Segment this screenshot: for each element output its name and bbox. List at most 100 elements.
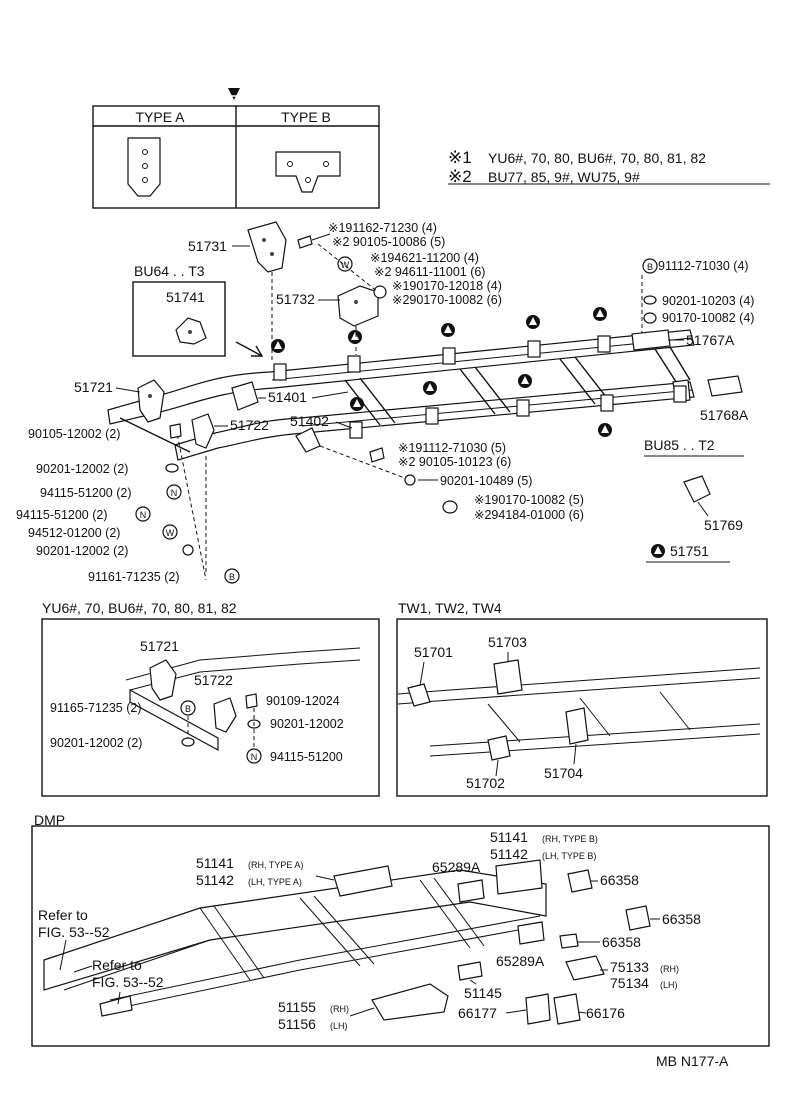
bracket-51401-icon xyxy=(231,381,259,411)
note-1-mark: ※1 xyxy=(448,148,472,167)
dmp-75134: 75134 xyxy=(610,975,649,991)
bu85-label: BU85 . . T2 xyxy=(644,437,715,453)
stopper-65289a-icon xyxy=(517,921,545,945)
bolt-icon xyxy=(245,693,258,709)
panel-yu: YU6#, 70, BU6#, 70, 80, 81, 82 N B 51721… xyxy=(41,600,380,797)
washer-icon xyxy=(182,544,194,556)
bracket-51702-icon xyxy=(487,735,511,761)
bracket-51731-icon xyxy=(247,221,287,273)
panel-yu-91165: 91165-71235 (2) xyxy=(50,701,142,715)
nut-n-icon xyxy=(166,484,182,500)
bolt-top-5: ※190170-12018 (4) xyxy=(392,279,502,293)
panel-yu-90109: 90109-12024 xyxy=(266,694,340,708)
bolt-mid-4: ※190170-10082 (5) xyxy=(474,493,584,507)
bolt-b-icon xyxy=(642,258,658,274)
dmp-51142-a: 51142 xyxy=(196,872,234,888)
panel-tw-51702: 51702 xyxy=(466,775,505,791)
cushion-66358-icon xyxy=(567,869,593,893)
nut-icon xyxy=(373,285,387,299)
bolt-top-4: ※2 94611-11001 (6) xyxy=(374,265,485,279)
part-51731-label: 51731 xyxy=(188,238,227,254)
part-51751-label: 51751 xyxy=(670,543,709,559)
bolt-left-5: 94512-01200 (2) xyxy=(28,526,120,540)
bracket-51732-icon xyxy=(337,285,379,327)
part-51402-label: 51402 xyxy=(290,413,329,429)
model-notes: ※1 YU6#, 70, 80, BU6#, 70, 80, 81, 82 ※2… xyxy=(448,148,770,186)
dmp-66358-3: 66358 xyxy=(602,934,641,950)
bracket-66176-icon xyxy=(553,993,581,1025)
part-51732-label: 51732 xyxy=(276,291,315,307)
dmp-51142-b-sub: (LH, TYPE B) xyxy=(542,851,596,861)
top-bolt-group: W xyxy=(297,233,387,299)
bracket-icon xyxy=(516,399,530,417)
bolt-b-icon xyxy=(224,568,240,584)
dmp-66358-2: 66358 xyxy=(662,911,701,927)
bu64-label: BU64 . . T3 xyxy=(134,263,205,279)
panel-yu-90201-2: 90201-12002 (2) xyxy=(50,736,142,750)
cushion-66358-icon xyxy=(625,905,651,931)
right-bolt-group: B xyxy=(631,258,671,351)
dmp-65289a-1: 65289A xyxy=(432,859,481,875)
bracket-icon xyxy=(425,407,439,425)
svg-text:B: B xyxy=(185,704,191,714)
panel-yu-90201: 90201-12002 xyxy=(270,717,344,731)
bolt-top-1: ※191162-71230 (4) xyxy=(328,221,437,235)
bolt-top-2: ※2 90105-10086 (5) xyxy=(332,235,445,249)
frame-brackets xyxy=(273,335,687,439)
svg-text:N: N xyxy=(251,752,258,762)
panel-yu-title: YU6#, 70, BU6#, 70, 80, 81, 82 xyxy=(42,600,237,616)
bracket-51741-icon xyxy=(175,317,207,345)
svg-text:B: B xyxy=(229,572,235,582)
type-b-bracket-icon xyxy=(275,151,341,193)
svg-text:W: W xyxy=(166,528,175,538)
bracket-icon xyxy=(673,385,687,403)
dmp-51156-sub: (LH) xyxy=(330,1021,348,1031)
dmp-51141-b-sub: (RH, TYPE B) xyxy=(542,834,598,844)
bracket-51722-icon xyxy=(191,413,215,449)
figure-code: MB N177-A xyxy=(656,1053,729,1069)
cushion-66358-icon xyxy=(559,933,579,949)
type-legend-box: TYPE A TYPE B xyxy=(92,88,380,209)
dmp-51155: 51155 xyxy=(278,999,316,1015)
panel-tw-51701: 51701 xyxy=(414,644,453,660)
dmp-51141-a-sub: (RH, TYPE A) xyxy=(248,860,303,870)
bolt-icon xyxy=(369,447,385,463)
bracket-icon xyxy=(600,394,614,412)
dmp-51155-sub: (RH) xyxy=(330,1004,349,1014)
nut-icon xyxy=(643,312,657,324)
nut-n-icon xyxy=(246,748,262,764)
svg-text:B: B xyxy=(647,262,653,272)
dmp-51142-a-sub: (LH, TYPE A) xyxy=(248,877,302,887)
dmp-75133-sub: (RH) xyxy=(660,964,679,974)
panel-tw-51703: 51703 xyxy=(488,634,527,650)
bolt-mid-1: ※191112-71030 (5) xyxy=(398,441,506,455)
svg-text:N: N xyxy=(140,510,147,520)
note-2-mark: ※2 xyxy=(448,167,472,186)
bracket-51721-icon xyxy=(137,379,165,423)
dmp-refer-2b: FIG. 53--52 xyxy=(92,974,164,990)
bracket-51703-icon xyxy=(493,659,523,695)
bolt-left-4: 94115-51200 (2) xyxy=(16,508,108,522)
type-a-bracket-icon xyxy=(127,137,161,197)
left-bolt-group: N N W B xyxy=(135,423,240,584)
nut-icon xyxy=(442,500,458,514)
triangle-marker-icon xyxy=(228,88,240,100)
panel-yu-94115: 94115-51200 xyxy=(270,750,343,764)
svg-text:N: N xyxy=(171,488,178,498)
bracket-icon xyxy=(527,340,541,358)
panel-tw: TW1, TW2, TW4 51701 51703 51702 51704 xyxy=(396,600,768,797)
bolt-left-6: 90201-12002 (2) xyxy=(36,544,128,558)
bolt-left-1: 90105-12002 (2) xyxy=(28,427,120,441)
part-51721-label: 51721 xyxy=(74,379,113,395)
bracket-51145-icon xyxy=(457,961,483,981)
bracket-icon xyxy=(347,355,361,373)
mid-bolt-group xyxy=(319,445,458,514)
bolt-top-6: ※290170-10082 (6) xyxy=(392,293,502,307)
part-51401-label: 51401 xyxy=(268,389,307,405)
bolt-right-1: 91112-71030 (4) xyxy=(658,259,749,273)
nut-n-icon xyxy=(135,506,151,522)
bracket-icon xyxy=(597,335,611,353)
bracket-51722-icon xyxy=(213,697,237,733)
dmp-75133: 75133 xyxy=(610,959,649,975)
